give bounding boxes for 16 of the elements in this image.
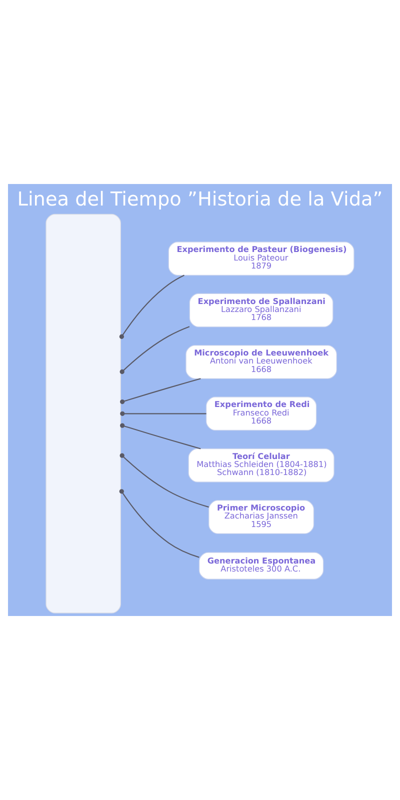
node-box: Teorí Celular Matthias Schleiden (1804-1881) Schwann (1810-1882) (188, 448, 334, 482)
connector (120, 326, 190, 374)
connector (120, 378, 201, 404)
connector (119, 489, 200, 558)
diagram-title: Linea del Tiempo ”Historia de la Vida” (17, 187, 383, 210)
connector (120, 411, 206, 416)
node-box: Microscopio de Leeuwenhoek Antoni van Leeuwenhoek 1668 (186, 344, 337, 379)
node-box (46, 214, 121, 614)
node-box: Primer Microscopio Zacharias Janssen 1595 (208, 500, 314, 534)
connector (119, 274, 184, 339)
connector (120, 423, 201, 450)
node-box: Experimento de Spallanzani Lazzaro Spallanzani 1768 (189, 293, 334, 328)
connector (120, 453, 209, 508)
node-box: Experimento de Pasteur (Biogenesis) Louis Pateour 1879 (168, 242, 354, 276)
node-box: Generacion Espontanea Aristoteles 300 A.C. (198, 552, 324, 580)
node-box: Experimento de Redi Franseco Redi 1668 (206, 396, 317, 431)
